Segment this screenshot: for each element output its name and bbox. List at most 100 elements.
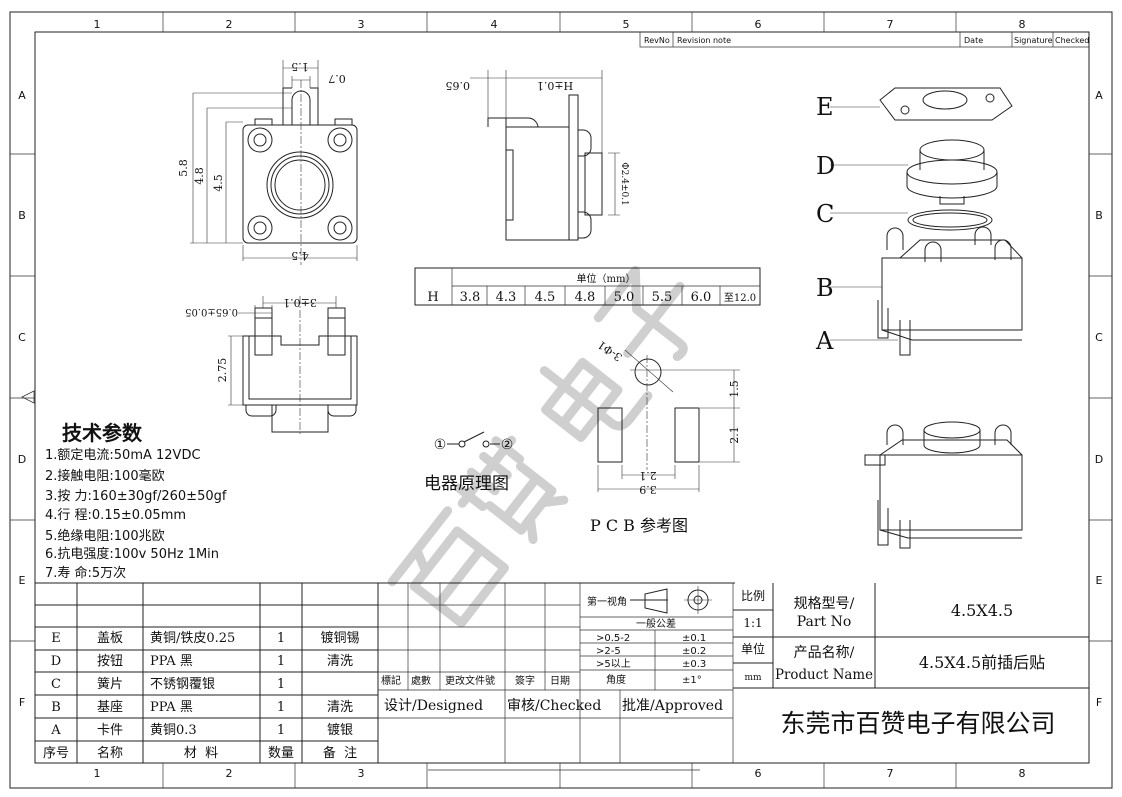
h-value: 6.0: [691, 290, 712, 305]
row-label: E: [1096, 574, 1103, 587]
tech-param-item: 3.按 力:160±30gf/260±50gf: [45, 489, 227, 504]
h-value: 3.8: [460, 290, 481, 305]
row-label: D: [18, 453, 26, 466]
h-table-row-label: H: [427, 290, 438, 305]
drawing-frame: [34, 31, 1090, 764]
watermark: [387, 265, 688, 628]
bom-cell: E: [51, 631, 61, 646]
pcb-layout: 3-Φ1 1.5 2.1 2.1 3.9 P C B 参考图: [590, 338, 741, 535]
h-value: 5.0: [614, 290, 635, 305]
col-label: 3: [358, 767, 365, 780]
schematic-label: 电器原理图: [424, 474, 509, 494]
col-label: 2: [226, 18, 233, 31]
dim-label: 2.1: [728, 426, 741, 444]
exploded-view: E D C B A: [815, 87, 1023, 356]
bom-header: 备 注: [323, 745, 357, 761]
part-label-b: B: [816, 274, 834, 302]
tech-param-item: 1.额定电流:50mA 12VDC: [45, 448, 201, 463]
bom-cell: 按钮: [97, 654, 123, 669]
frame-zone-ticks: [10, 12, 1112, 788]
dim-label: 1.5: [291, 60, 309, 73]
unit-value: mm: [744, 673, 762, 683]
bom-cell: 卡件: [97, 723, 123, 738]
dim-label: 0.65: [446, 79, 471, 92]
tolerance-value: ±1°: [682, 675, 702, 686]
row-label: A: [1095, 89, 1103, 102]
col-label: 5: [623, 18, 630, 31]
bom-cell: 基座: [97, 700, 123, 715]
company-name: 东莞市百赞电子有限公司: [780, 709, 1055, 738]
circuit-schematic: ① ② 电器原理图: [424, 431, 514, 494]
checked-label: 审核/Checked: [507, 698, 601, 714]
col-label: 8: [1019, 18, 1026, 31]
bom-cell: B: [51, 700, 61, 715]
h-value: 4.8: [575, 290, 596, 305]
bom-cell: 1: [277, 700, 285, 715]
tech-param-item: 4.行 程:0.15±0.05mm: [45, 508, 186, 523]
h-value: 至12.0: [724, 292, 756, 304]
terminal-1: ①: [434, 437, 447, 453]
scale-label: 比例: [741, 589, 765, 603]
tolerance-range: >0.5-2: [596, 633, 630, 644]
revision-header: RevNo Revision note Date Signature Check…: [639, 32, 1089, 48]
col-label: 1: [94, 18, 101, 31]
rev-no-header: RevNo: [644, 36, 670, 45]
change-record-block: 標記 處數 更改文件號 簽字 日期 设计/Designed 审核/Checked…: [378, 583, 733, 763]
bom-header: 数量: [268, 746, 294, 761]
dim-label: 2.1: [639, 469, 657, 482]
dim-label: 4.5: [212, 174, 225, 192]
tolerance-range: >2-5: [596, 646, 621, 657]
h-table-unit: 单位（mm）: [577, 272, 636, 285]
title-block: 比例 1:1 单位 mm 规格型号/ Part No 产品名称/ Product…: [733, 583, 1089, 738]
date-header: Date: [964, 36, 983, 45]
tech-param-item: 5.绝缘电阻:100兆欧: [45, 528, 165, 544]
sheet-border: [9, 11, 1113, 789]
bom-cell: 黄铜0.3: [150, 723, 197, 738]
row-label: E: [19, 574, 26, 587]
designed-label: 设计/Designed: [384, 698, 483, 714]
bom-cell: 黄铜/铁皮0.25: [150, 631, 235, 646]
col-label: 2: [226, 767, 233, 780]
col-label: 6: [755, 18, 762, 31]
tech-params-title: 技术参数: [62, 421, 143, 445]
tech-param-item: 2.接触电阻:100毫欧: [45, 468, 165, 484]
front-view: 3±0.1 0.65±0.05 2.75: [185, 296, 358, 436]
product-name-label-en: Product Name: [775, 667, 873, 683]
tech-param-item: 6.抗电强度:100v 50Hz 1Min: [45, 546, 219, 562]
tech-param-item: 7.寿 命:5万次: [45, 565, 126, 581]
dim-label: 3.9: [639, 483, 657, 496]
dim-label: 0.7: [328, 72, 346, 85]
h-value: 4.5: [535, 290, 556, 305]
change-header: 標記: [381, 674, 401, 687]
dim-label: 3-Φ1: [595, 338, 624, 364]
col-label: 6: [755, 767, 762, 780]
part-label-a: A: [815, 327, 834, 355]
row-label: C: [1095, 331, 1103, 344]
product-name-label: 产品名称/: [794, 645, 855, 661]
tolerance-title: 一般公差: [636, 617, 676, 630]
dim-label: 5.8: [177, 159, 190, 177]
row-label: D: [1095, 453, 1103, 466]
tolerance-value: ±0.2: [682, 646, 706, 657]
assembled-view: [864, 421, 1023, 549]
dim-label: 1.5: [728, 380, 741, 398]
bom-cell: A: [50, 723, 61, 738]
dim-label: 3±0.1: [283, 296, 317, 309]
tolerance-value: ±0.3: [682, 659, 706, 670]
h-table: 单位（mm） H 3.8 4.3 4.5 4.8 5.0 5.5 6.0 至12…: [414, 267, 761, 306]
row-label: B: [1095, 209, 1103, 222]
row-label: C: [18, 331, 26, 344]
signature-header: Signature: [1014, 36, 1053, 45]
col-label: 4: [491, 18, 498, 31]
bom-cell: 1: [277, 654, 285, 669]
change-header: 日期: [550, 675, 570, 687]
change-header: 簽字: [515, 674, 535, 687]
dim-label: 0.65±0.05: [185, 306, 238, 317]
top-view: 5.8 4.8 4.5 4.5 1.5 0.7: [177, 60, 358, 265]
terminal-2: ②: [501, 437, 514, 453]
checked-header: Checked: [1055, 36, 1089, 45]
dim-label: 4.5: [291, 249, 309, 262]
tolerance-range: >5以上: [596, 658, 631, 670]
